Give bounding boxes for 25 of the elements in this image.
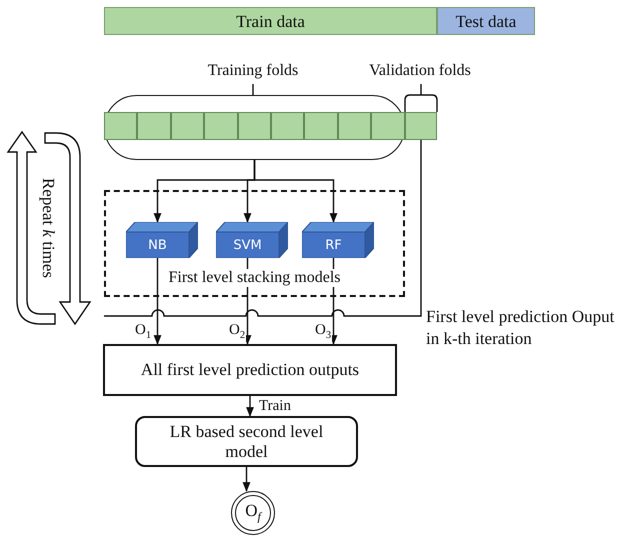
- model-name: NB: [148, 237, 167, 255]
- box-text: LR based second level model: [168, 422, 324, 462]
- model-name: SVM: [233, 237, 262, 255]
- note-text: Repeat k times: [39, 178, 57, 278]
- connector: [242, 467, 250, 492]
- bar-label: Train data: [236, 13, 305, 31]
- connector: [254, 160, 338, 223]
- output-symbol: O$_{f}$: [245, 501, 261, 525]
- model-name: RF: [325, 237, 342, 255]
- connector: [104, 140, 422, 317]
- note-text: First level prediction Ouput in k-th iteration: [426, 306, 616, 350]
- heading: Validation folds: [369, 62, 471, 80]
- heading: Training folds: [208, 62, 298, 80]
- train-data-bar: [104, 7, 437, 35]
- connector: [246, 396, 254, 417]
- process-box: [103, 344, 397, 396]
- test-data-bar: [437, 7, 535, 35]
- process-box: [135, 416, 358, 467]
- box-text: All first level prediction outputs: [140, 360, 360, 380]
- group-label: First level stacking models: [168, 269, 340, 287]
- output-circle: [231, 491, 275, 535]
- connector: [154, 258, 162, 345]
- edge-label: O$_{3}$: [314, 322, 332, 344]
- edge-label: O$_{2}$: [228, 322, 246, 344]
- bar-label: Test data: [456, 13, 516, 31]
